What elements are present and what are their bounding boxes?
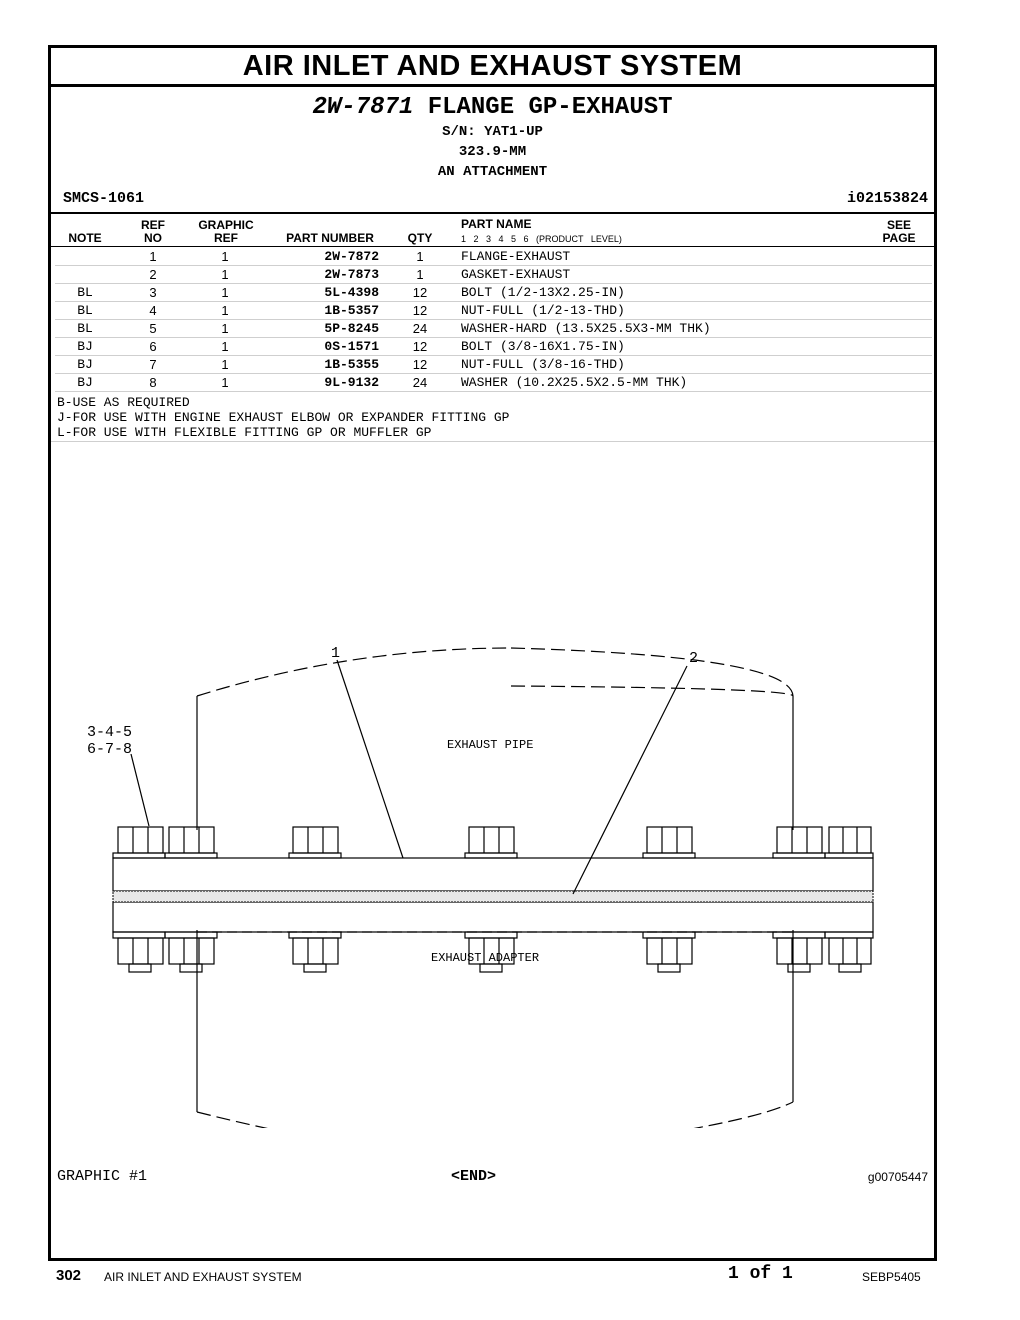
end-marker: <END> [451, 1168, 497, 1185]
note-l: L-FOR USE WITH FLEXIBLE FITTING GP OR MU… [57, 425, 432, 440]
serial-number: S/N: YAT1-UP [442, 124, 543, 140]
col-part-name: PART NAME [461, 217, 532, 231]
callout-3-4-5: 3-4-5 [87, 724, 133, 741]
note-b: B-USE AS REQUIRED [57, 395, 190, 410]
group-size: 323.9-MM [458, 144, 527, 160]
label-exhaust-pipe: EXHAUST PIPE [447, 738, 534, 752]
notes-divider [51, 441, 934, 442]
illustration-id: i02153824 [846, 190, 928, 207]
col-qty: QTY [407, 231, 433, 245]
graphic-id: g00705447 [867, 1170, 928, 1184]
notes-block: B-USE AS REQUIRED J-FOR USE WITH ENGINE … [57, 395, 934, 440]
flange-illustration [112, 647, 874, 1128]
footer-page-of: 1 of 1 [728, 1264, 793, 1284]
group-title: 2W-7871 FLANGE GP-EXHAUST [51, 94, 934, 121]
group-name: FLANGE GP-EXHAUST [427, 94, 673, 121]
page-frame: AIR INLET AND EXHAUST SYSTEM 2W-7871 FLA… [48, 45, 937, 1261]
smcs-code: SMCS-1061 [63, 190, 145, 207]
section-title: AIR INLET AND EXHAUST SYSTEM [51, 48, 934, 87]
footer-page-number: 302 [56, 1267, 82, 1284]
product-levels: 1 2 3 4 5 6 (PRODUCT LEVEL) [461, 234, 622, 244]
note-j: J-FOR USE WITH ENGINE EXHAUST ELBOW OR E… [57, 410, 510, 425]
callout-2: 2 [689, 650, 699, 667]
arrangement: AN ATTACHMENT [437, 164, 548, 180]
footer-doc-number: SEBP5405 [862, 1270, 921, 1284]
label-exhaust-adapter: EXHAUST ADAPTER [431, 951, 540, 965]
col-part-number: PART NUMBER [286, 231, 374, 245]
footer-system: AIR INLET AND EXHAUST SYSTEM [104, 1270, 302, 1284]
header-divider-bottom [51, 246, 934, 247]
callout-1: 1 [331, 645, 341, 662]
callout-6-7-8: 6-7-8 [87, 741, 133, 758]
col-note: NOTE [68, 231, 102, 245]
group-part-number: 2W-7871 [312, 94, 414, 121]
header-divider-top [51, 212, 934, 214]
graphic-label: GRAPHIC #1 [57, 1168, 148, 1185]
